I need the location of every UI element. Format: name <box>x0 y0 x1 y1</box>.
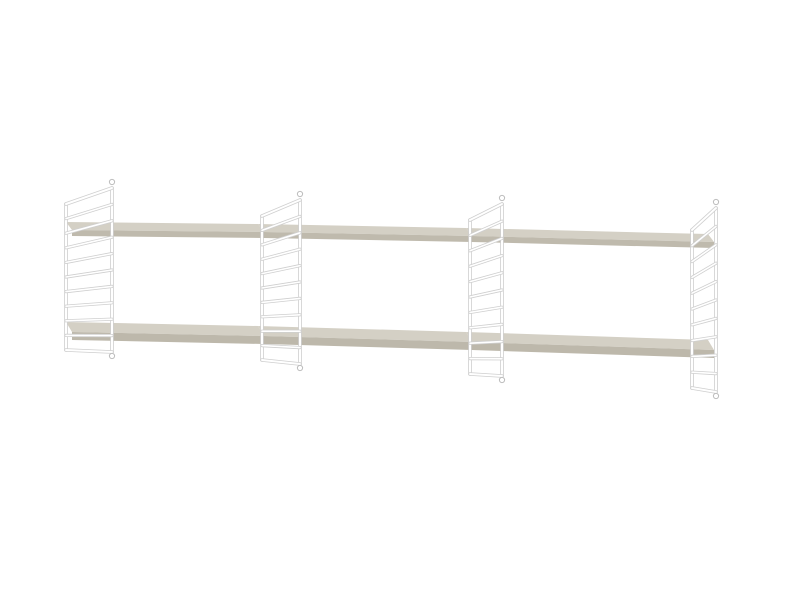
side-panel-2-rung <box>261 264 301 275</box>
side-panel-2-rung <box>261 281 301 289</box>
side-panel-1-rung <box>65 285 113 293</box>
side-panel-3-top-bar <box>469 203 503 221</box>
side-panel-4-top-hook <box>712 198 720 206</box>
side-panel-3-rung <box>469 271 503 283</box>
side-panel-3-rung <box>469 289 503 298</box>
side-panel-3-rung <box>469 323 503 329</box>
side-panel-4-rung <box>691 317 717 326</box>
shelf-top-bay-2 <box>258 326 472 342</box>
shelf-top-bay-1 <box>66 322 264 336</box>
shelf-top-bay-1 <box>66 222 264 232</box>
side-panel-1-top-bar <box>65 187 113 205</box>
side-panel-3-rung <box>469 254 503 268</box>
side-panel-1-bottom-bar <box>65 349 113 353</box>
side-panel-2-bottom-hook <box>296 364 304 372</box>
shelf-front-bay-1 <box>72 332 264 344</box>
side-panel-1-rung <box>65 203 113 220</box>
side-panel-4-rung <box>691 354 717 358</box>
side-panel-2-rung <box>261 215 301 232</box>
side-panel-2-top-hook <box>296 190 304 198</box>
side-panel-2-rung <box>261 232 301 246</box>
side-panel-4-bottom-bar <box>691 387 717 393</box>
side-panel-4-rung <box>691 371 717 375</box>
side-panel-1-rung <box>65 220 113 234</box>
side-panel-4-rung <box>691 280 717 295</box>
side-panel-3-bottom-hook <box>498 376 506 384</box>
side-panel-3-rung <box>469 220 503 237</box>
side-panel-4-rung <box>691 262 717 279</box>
side-panel-3-top-hook <box>498 194 506 202</box>
side-panel-4-rung <box>691 335 717 342</box>
side-panel-3-rung <box>469 237 503 252</box>
side-panel-1-rung <box>65 252 113 264</box>
shelf-top-bay-3 <box>466 332 714 350</box>
shelf-front-bay-3 <box>472 236 714 248</box>
shelf-top-bay-2 <box>258 224 472 236</box>
shelf-front-bay-1 <box>72 230 264 238</box>
shelf-row-top <box>66 222 714 248</box>
side-panel-3-rung <box>469 306 503 314</box>
side-panel-2-top-bar <box>261 199 301 217</box>
shelf-top-bay-3 <box>466 228 714 242</box>
shelf-front-bay-2 <box>264 336 472 350</box>
side-panel-1-rung <box>65 301 113 308</box>
side-panel-2-rung <box>261 297 301 304</box>
shelf-row-bottom <box>66 322 714 358</box>
side-panel-1-bottom-hook <box>108 352 116 360</box>
side-panel-2-bottom-bar <box>261 359 301 365</box>
side-panel-2-rung <box>261 313 301 318</box>
side-panel-4-top-bar <box>691 207 717 231</box>
shelf-front-bay-2 <box>264 232 472 242</box>
side-panel-1-rung <box>65 318 113 322</box>
side-panel-2-rung <box>261 248 301 261</box>
side-panel-1-top-hook <box>108 178 116 186</box>
side-panel-4-rung <box>691 244 717 263</box>
shelf-front-bay-3 <box>472 342 714 358</box>
side-panel-4-rung <box>691 225 717 247</box>
side-panel-4-bottom-hook <box>712 392 720 400</box>
side-panel-1-rung <box>65 269 113 278</box>
side-panel-1-rung <box>65 236 113 249</box>
side-panel-3-rung <box>469 340 503 345</box>
side-panel-3-bottom-bar <box>469 373 503 377</box>
wire-panels <box>64 178 720 400</box>
side-panel-4-rung <box>691 299 717 310</box>
side-panel-2-rung <box>261 344 301 349</box>
